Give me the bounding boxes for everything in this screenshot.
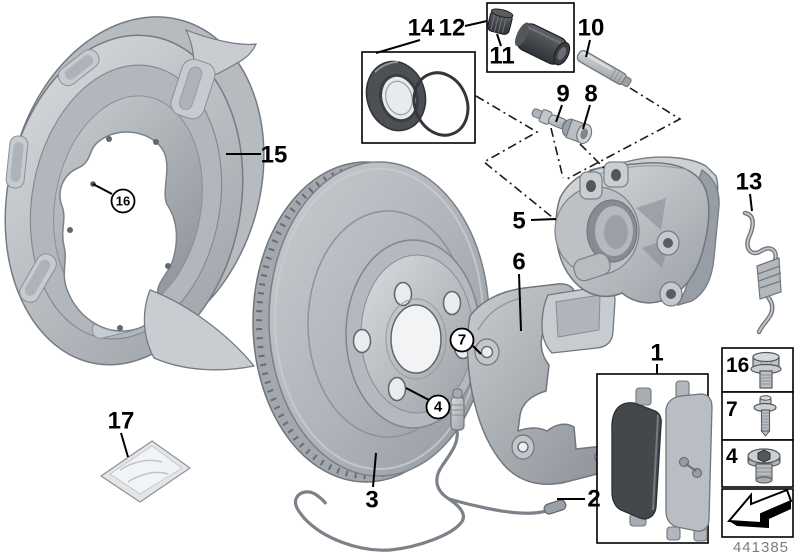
small-cap-illustration (487, 8, 514, 35)
callout-label-4: 4 (434, 399, 443, 416)
callout-leader-12 (464, 20, 488, 27)
set-screw-plug-icon (747, 448, 781, 484)
hex-flange-bolt-icon (750, 351, 782, 389)
cap-kit-box (486, 2, 575, 73)
callout-label-12: 12 (439, 15, 466, 42)
guide-bushing-illustration (561, 118, 593, 145)
callout-label-1: 1 (650, 340, 663, 367)
legend-column: 16 7 4 (721, 347, 794, 538)
diagram-number: 441385 (733, 539, 789, 556)
callout-leader-16 (92, 183, 113, 195)
seal-kit-box (361, 51, 476, 144)
assembly-reference-lines (475, 87, 682, 222)
legend-number-16: 16 (726, 354, 749, 377)
callout-label-7: 7 (458, 332, 466, 349)
callout-leader-5 (530, 218, 557, 221)
callout-leader-6 (518, 273, 522, 332)
brake-pad-backplate-illustration (665, 380, 713, 542)
callout-leader-10 (585, 39, 591, 58)
legend-number-7: 7 (726, 398, 738, 421)
set-screw-hole (387, 376, 407, 402)
callout-label-10: 10 (578, 15, 605, 42)
callout-label-3: 3 (365, 487, 378, 514)
brake-disc-illustration (252, 161, 490, 483)
guide-pin-cap-illustration (514, 22, 571, 66)
direction-arrow-icon (726, 488, 793, 528)
legend-number-4: 4 (726, 445, 738, 468)
callout-label-9: 9 (556, 81, 569, 108)
callout-label-17: 17 (108, 408, 135, 435)
callout-leader-17 (120, 432, 129, 458)
callout-label-2: 2 (587, 486, 600, 513)
callout-leader-3 (372, 452, 377, 488)
callout-label-11: 11 (489, 43, 514, 70)
callout-label-6: 6 (512, 249, 525, 276)
callout-leader-11 (496, 33, 502, 47)
callout-leader-13 (749, 193, 753, 212)
callout-label-13: 13 (736, 169, 763, 196)
callout-circle-7 (449, 327, 475, 353)
callout-label-5: 5 (512, 208, 525, 235)
o-ring-illustration (412, 71, 470, 137)
callout-circle-16 (110, 188, 136, 214)
pad-guide-screw-icon (753, 395, 777, 437)
brake-pad-friction-illustration (611, 387, 662, 527)
callout-leader-8 (582, 104, 591, 130)
callout-label-14: 14 (408, 15, 435, 42)
callout-leader-4 (405, 387, 430, 401)
callout-leader-14 (375, 39, 421, 54)
guide-pin-illustration (576, 50, 632, 88)
callout-label-16: 16 (116, 194, 130, 209)
wear-sensor-illustration (293, 388, 567, 552)
callout-leader-9 (555, 104, 563, 123)
brake-caliper-illustration (554, 156, 720, 307)
piston-seal-illustration (365, 60, 427, 132)
callout-label-15: 15 (261, 142, 288, 169)
caliper-carrier-illustration (466, 283, 620, 485)
bleeder-screw-illustration (531, 108, 570, 131)
legend-box-7 (721, 391, 794, 441)
grease-packet-illustration (99, 440, 192, 503)
callout-leader-7 (472, 345, 482, 355)
callout-label-8: 8 (584, 81, 597, 108)
callout-circle-4 (425, 394, 451, 420)
pad-retaining-spring-illustration (742, 210, 782, 335)
brake-pads-box (596, 373, 713, 544)
